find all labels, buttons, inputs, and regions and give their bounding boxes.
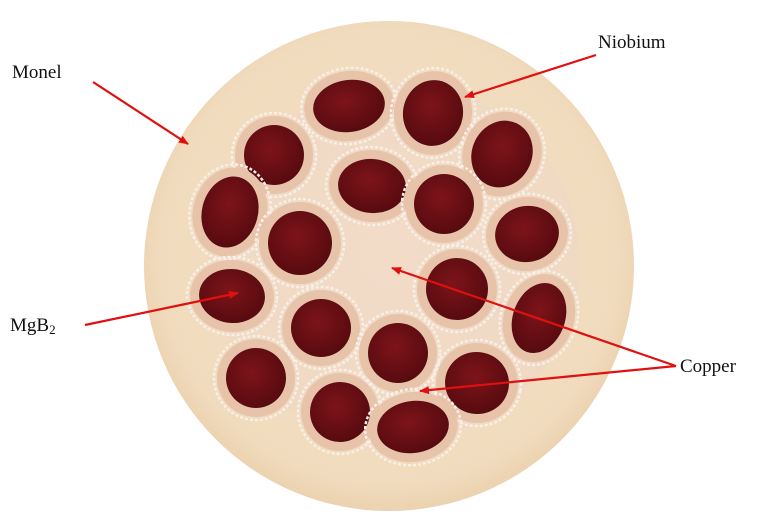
label-mgb2: MgB2 (10, 316, 56, 336)
mgb2-core (268, 211, 332, 275)
label-mgb2-main: MgB (10, 315, 49, 336)
label-niobium: Niobium (598, 33, 666, 52)
label-copper: Copper (680, 357, 736, 376)
label-mgb2-subscript: 2 (49, 322, 56, 337)
mgb2-core (368, 323, 428, 383)
label-monel: Monel (12, 63, 62, 82)
arrow-monel (93, 82, 188, 144)
mgb2-core (414, 174, 474, 234)
mgb2-core (291, 299, 351, 357)
